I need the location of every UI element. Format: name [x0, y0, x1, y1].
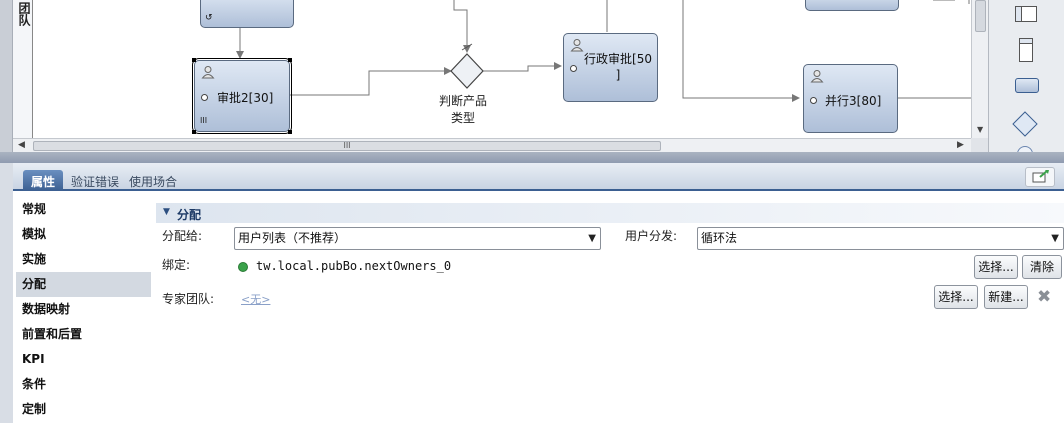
swimlane-title: 团队 — [17, 2, 31, 26]
assign-to-value: 用户列表（不推荐） — [238, 231, 347, 245]
nav-item-assignment[interactable]: 分配 — [16, 272, 151, 297]
expert-team-new-button[interactable]: 新建... — [984, 285, 1028, 309]
swimlane-header[interactable]: 团队 — [13, 0, 33, 138]
horizontal-scroll-thumb[interactable]: III — [33, 141, 661, 151]
collapse-icon[interactable]: ▼ — [163, 207, 170, 217]
flow-line[interactable] — [682, 0, 800, 102]
scroll-down-icon[interactable]: ▼ — [977, 125, 984, 134]
nav-item-implementation[interactable]: 实施 — [22, 252, 47, 266]
selection-handle[interactable] — [192, 58, 196, 62]
nav-item-customize[interactable]: 定制 — [22, 402, 47, 416]
boundary-event-icon — [201, 94, 208, 101]
gateway-label: 判断产品 类型 — [438, 94, 487, 125]
nav-item-general[interactable]: 常规 — [22, 202, 47, 216]
shape-palette — [988, 0, 1064, 162]
scroll-left-icon[interactable]: ◀ — [18, 140, 25, 150]
remove-icon[interactable]: ✖ — [1037, 287, 1052, 307]
selection-handle[interactable] — [288, 130, 292, 134]
binding-status-icon — [238, 262, 248, 272]
nav-item-data-mapping[interactable]: 数据映射 — [22, 302, 71, 316]
task-approve2-label: 审批2[30] — [217, 91, 274, 105]
vertical-scroll-thumb[interactable] — [975, 0, 986, 32]
loop-icon: ↺ — [205, 13, 213, 23]
scroll-right-icon[interactable]: ▶ — [957, 140, 964, 150]
edit-window-icon — [1032, 170, 1049, 183]
left-edge-strip — [0, 0, 13, 152]
palette-activity-icon[interactable] — [1015, 78, 1039, 93]
dropdown-icon: ▼ — [1051, 233, 1059, 244]
nav-item-simulation[interactable]: 模拟 — [22, 227, 47, 241]
flow-line[interactable] — [290, 67, 452, 96]
section-assignment-header[interactable]: ▼ 分配 — [156, 203, 1064, 223]
binding-value[interactable]: tw.local.pubBo.nextOwners_0 — [256, 259, 452, 273]
flow-marker — [461, 43, 473, 51]
tab-usage[interactable]: 使用场合 — [129, 175, 178, 189]
process-diagram-canvas[interactable]: ↺ 审批2[30] III 判断产品 类型 行政审批[50 ] 并行3[80] — [33, 0, 971, 138]
properties-panel: 属性 验证错误 使用场合 常规 模拟 实施 分配 数据映射 前置和后置 KPI … — [13, 163, 1064, 423]
properties-tabbar: 属性 验证错误 使用场合 — [13, 163, 1064, 191]
gateway-diamond[interactable] — [450, 53, 484, 89]
task-top-partial[interactable]: ↺ — [200, 0, 294, 28]
diagram-horizontal-scrollbar[interactable]: ◀ III ▶ — [13, 138, 971, 152]
assign-to-label: 分配给: — [162, 229, 203, 243]
user-distribution-label: 用户分发: — [625, 229, 678, 243]
palette-gateway-icon[interactable] — [1011, 110, 1039, 138]
tab-validation-errors[interactable]: 验证错误 — [71, 175, 120, 189]
open-properties-button[interactable] — [1025, 167, 1055, 187]
expert-team-label: 专家团队: — [162, 292, 215, 306]
task-parallel3[interactable]: 并行3[80] — [803, 64, 898, 133]
diagram-connectors — [236, 0, 971, 102]
task-approve2[interactable]: 审批2[30] III — [192, 58, 292, 134]
task-admin-approval-label: 行政审批[50 ] — [584, 52, 652, 82]
scroll-grip: III — [343, 141, 351, 150]
assign-to-select[interactable]: 用户列表（不推荐） ▼ — [234, 227, 601, 250]
user-task-icon — [201, 66, 215, 79]
flow-line[interactable] — [483, 62, 562, 72]
user-distribution-value: 循环法 — [701, 231, 738, 245]
panel-divider[interactable] — [0, 152, 1064, 163]
binding-clear-button[interactable]: 清除 — [1022, 255, 1062, 279]
flow-line[interactable] — [453, 0, 471, 53]
multi-instance-icon: III — [200, 116, 208, 125]
user-distribution-select[interactable]: 循环法 ▼ — [697, 227, 1064, 250]
palette-lane-icon[interactable] — [1015, 6, 1037, 22]
section-title: 分配 — [177, 208, 202, 222]
boundary-event-icon — [810, 97, 817, 104]
dropdown-icon: ▼ — [588, 233, 596, 244]
expert-team-value-link[interactable]: <无> — [241, 293, 271, 306]
user-task-icon — [570, 39, 584, 52]
selection-handle[interactable] — [192, 130, 196, 134]
palette-phase-icon[interactable] — [1019, 38, 1033, 62]
task-admin-approval[interactable]: 行政审批[50 ] — [563, 33, 658, 102]
diagram-vertical-scrollbar[interactable]: ▼ — [971, 0, 988, 138]
properties-nav: 常规 模拟 实施 分配 数据映射 前置和后置 KPI 条件 定制 — [13, 193, 153, 423]
nav-item-conditions[interactable]: 条件 — [22, 377, 47, 391]
boundary-event-icon — [570, 65, 577, 72]
user-task-icon — [810, 70, 824, 83]
nav-item-pre-post[interactable]: 前置和后置 — [22, 327, 83, 341]
expert-team-select-button[interactable]: 选择... — [934, 285, 978, 309]
task-top-right-partial[interactable] — [805, 0, 899, 11]
binding-label: 绑定: — [162, 258, 191, 272]
flow-line — [933, 0, 970, 4]
tab-properties[interactable]: 属性 — [23, 170, 64, 191]
selection-handle[interactable] — [288, 58, 292, 62]
binding-select-button[interactable]: 选择... — [974, 255, 1018, 279]
scroll-corner — [971, 138, 988, 152]
task-parallel3-label: 并行3[80] — [825, 94, 882, 108]
nav-item-kpi[interactable]: KPI — [22, 352, 45, 366]
